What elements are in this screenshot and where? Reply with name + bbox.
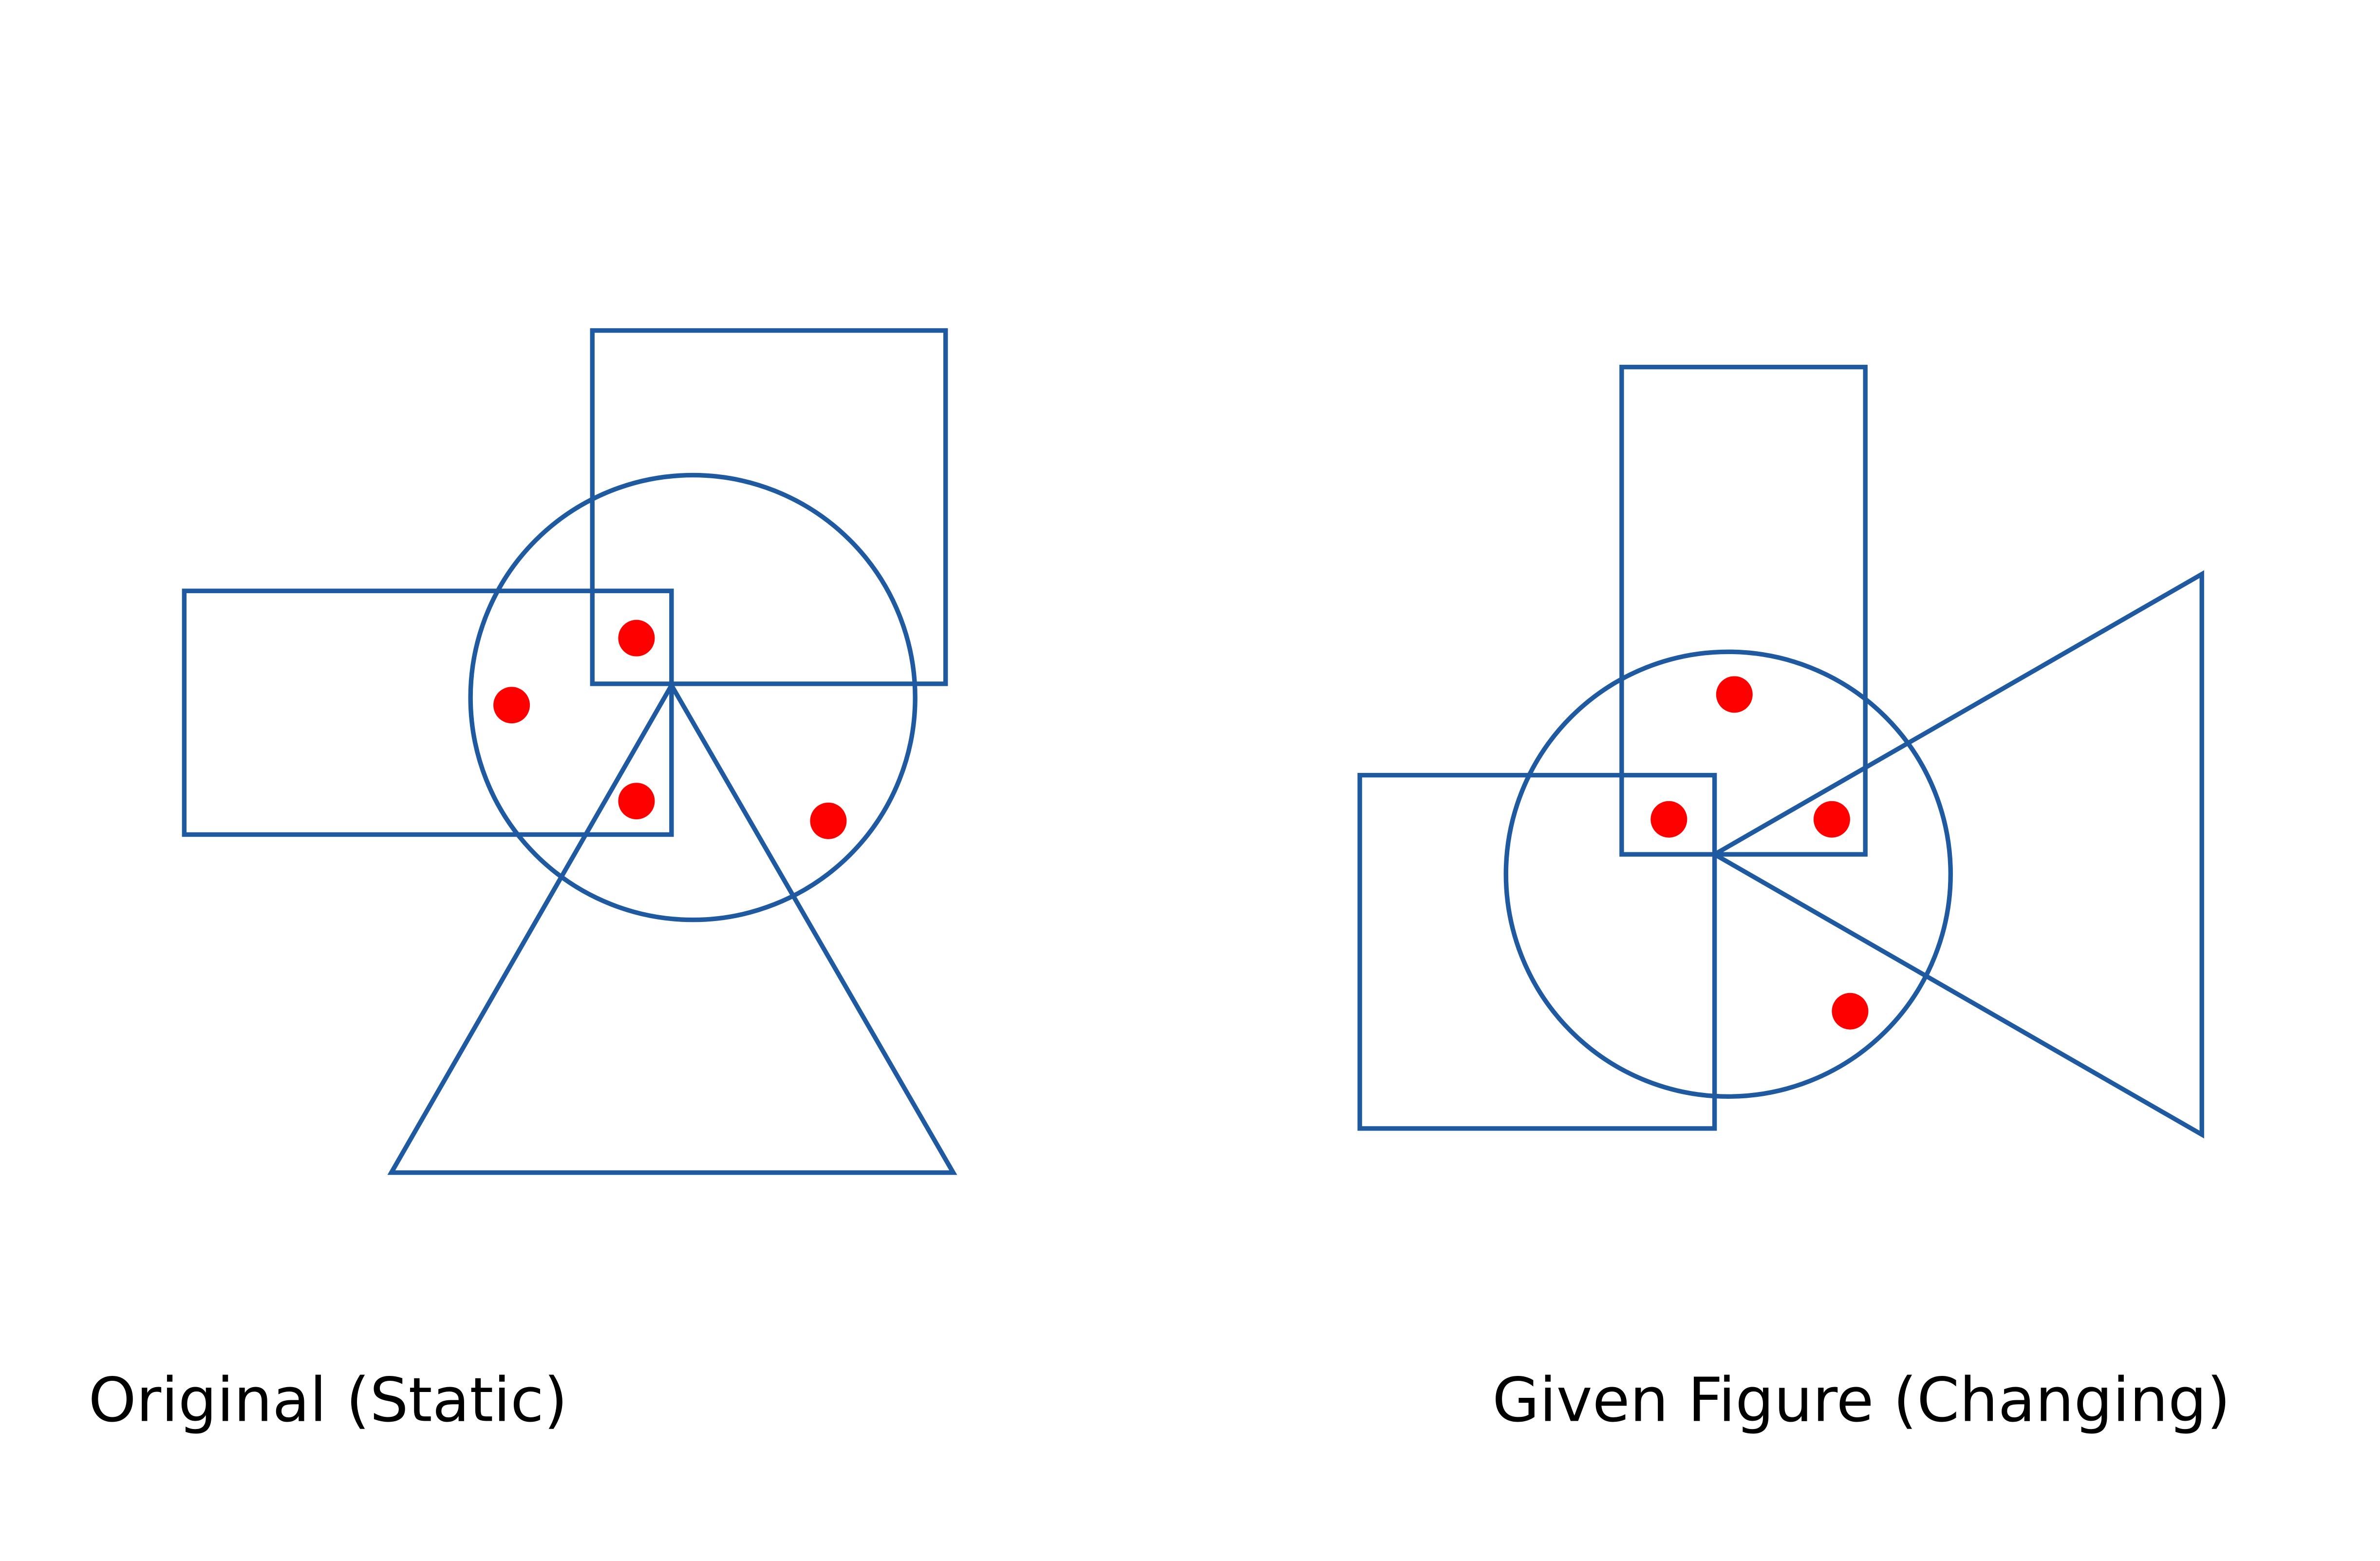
top-square: [590, 328, 948, 686]
given-label: Given Figure (Changing): [1492, 1365, 2230, 1435]
red-dot: [810, 802, 847, 839]
red-dot: [1813, 801, 1850, 838]
red-dot: [618, 783, 655, 820]
bottom-square: [1357, 772, 1717, 1131]
triangle: [387, 680, 957, 1175]
tall-rectangle: [1619, 364, 1868, 857]
original-label: Original (Static): [88, 1365, 567, 1435]
original-figure: Original (Static): [88, 328, 957, 1435]
given-figure: Given Figure (Changing): [1357, 364, 2230, 1435]
left-rectangle: [182, 588, 674, 837]
red-dot: [1832, 993, 1869, 1030]
circle: [468, 472, 918, 922]
triangle: [1710, 570, 2204, 1139]
red-dot: [1650, 801, 1687, 838]
red-dot: [618, 620, 655, 657]
circle: [1503, 649, 1953, 1099]
red-dot: [1716, 676, 1753, 713]
red-dot: [493, 687, 530, 724]
